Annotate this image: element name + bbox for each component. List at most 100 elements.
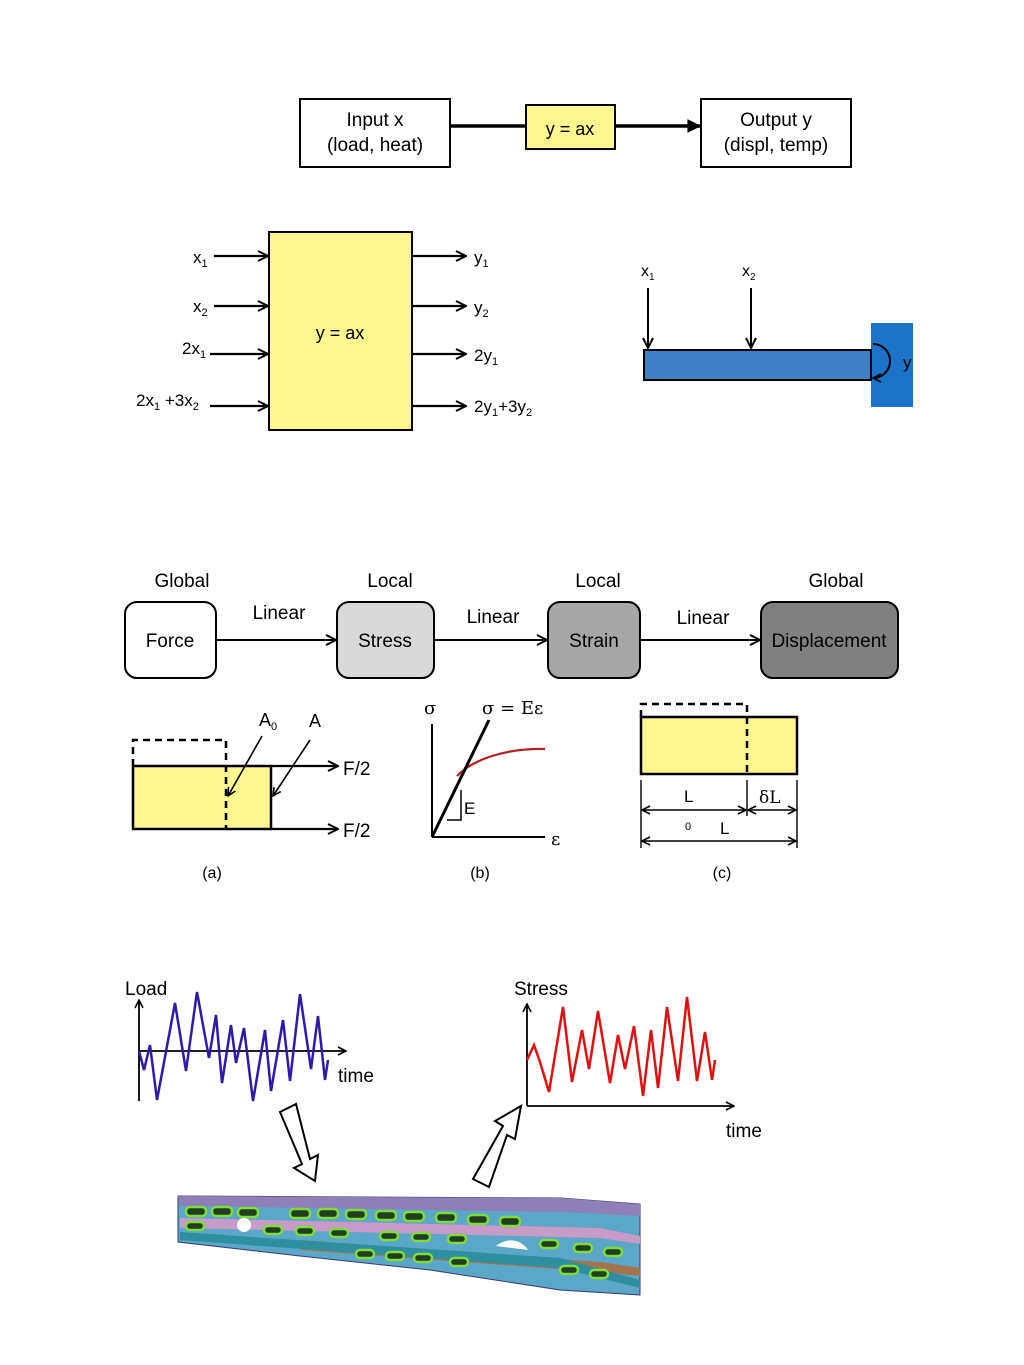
force-label-bottom: F/2 (343, 821, 370, 842)
hole (572, 1242, 594, 1254)
hole (210, 1205, 234, 1218)
hole (328, 1227, 350, 1239)
wing-cutout (237, 1218, 251, 1232)
hole (466, 1213, 490, 1226)
function-label: y = ax (546, 119, 595, 139)
hole (184, 1220, 206, 1232)
hole (374, 1209, 398, 1222)
deformed-bar (131, 764, 273, 831)
panel-b-stress-strain: σ σ = Eε E ε (b) (424, 698, 560, 882)
chain-link-label-2: Linear (467, 607, 520, 628)
hole (588, 1268, 610, 1280)
scope-label-1: Global (155, 571, 210, 592)
hole (402, 1210, 426, 1223)
elongated-bar (639, 715, 799, 776)
linear-law-line (430, 719, 491, 838)
load-label-x1: x1 (641, 263, 655, 283)
wing-spar-teal (180, 1232, 640, 1288)
modulus-label: E (464, 799, 475, 818)
cantilever-beam: x1 x2 y (641, 263, 913, 407)
hole (538, 1238, 560, 1250)
lightening-holes (184, 1205, 624, 1280)
superposition-box (268, 231, 413, 431)
chain-node-label-strain: Strain (569, 631, 619, 652)
input-box (299, 98, 451, 168)
hollow-arrow-up (471, 1104, 523, 1189)
wing-top-skin (178, 1196, 640, 1216)
chain-link-label-1: Linear (253, 603, 306, 624)
panel-a-bar-elongation: F/2 F/2 A0 A (a) (131, 710, 370, 882)
flow-arrows (278, 1102, 523, 1189)
input-label-1: x1 (193, 248, 208, 270)
pointer-a0 (228, 735, 263, 796)
hole (434, 1211, 458, 1224)
io-block-diagram: Input x (load, heat) y = ax Output y (di… (299, 98, 852, 168)
input-label-3: 2x1 (182, 339, 206, 361)
hole (384, 1250, 406, 1262)
stress-x-label: time (726, 1121, 762, 1142)
hole (378, 1230, 400, 1242)
linear-chain-diagram: Global Local Local Global Force Stress S… (124, 571, 899, 679)
scope-label-3: Local (575, 571, 620, 592)
stress-y-label: Stress (514, 979, 568, 1000)
caption-b: (b) (470, 865, 490, 882)
original-length-outline (639, 702, 749, 774)
beam-body (643, 349, 872, 381)
hollow-arrow-down (278, 1102, 320, 1183)
hole (184, 1205, 208, 1218)
hole (262, 1224, 284, 1236)
delta-label: δL (759, 788, 781, 808)
length-label: L (684, 787, 693, 806)
load-y-label: Load (125, 979, 167, 1000)
original-bar-outline (131, 738, 228, 829)
output-label-1: y1 (474, 248, 489, 270)
hole (602, 1246, 624, 1258)
superposition-function: y = ax (316, 323, 365, 343)
load-time-plot: Load time (125, 979, 374, 1102)
load-label-x2: x2 (742, 263, 756, 283)
fe-wing-model-illustration (177, 1195, 641, 1296)
output-label-line1: Output y (740, 110, 812, 131)
hole (236, 1206, 260, 1219)
hole (498, 1215, 522, 1228)
rotation-arrow (873, 343, 891, 378)
wing-spar-pink (180, 1218, 640, 1244)
input-label-4: 2x1 +3x2 (136, 391, 199, 413)
hole (410, 1231, 432, 1243)
panel-c-elongation: L δL 0 L (c) (639, 702, 799, 882)
scope-label-4: Global (809, 571, 864, 592)
total-subscript: 0 (685, 821, 691, 833)
input-label-2: x2 (193, 297, 208, 319)
epsilon-symbol: ε (551, 829, 560, 850)
wall-support (871, 323, 913, 407)
hole (558, 1264, 580, 1276)
stress-time-plot: Stress time (514, 979, 762, 1142)
hole (448, 1256, 470, 1268)
total-label: L (720, 819, 729, 838)
hole (354, 1248, 376, 1260)
hole (294, 1225, 316, 1237)
output-label-2: y2 (474, 298, 489, 320)
output-label-4: 2y1+3y2 (474, 397, 532, 419)
hole (446, 1233, 468, 1245)
function-box (525, 104, 616, 150)
hole (288, 1207, 312, 1220)
response-label-y: y (903, 353, 912, 372)
nonlinear-curve (456, 747, 546, 777)
load-x-label: time (338, 1066, 374, 1087)
label-a: A (309, 711, 321, 731)
load-signal (137, 991, 330, 1102)
output-box (700, 98, 852, 168)
pointer-a (273, 739, 311, 796)
label-a0: A0 (259, 710, 277, 733)
superposition-diagram: y = ax x1 x2 2x1 2x1 +3x2 y1 y2 2y1 2y1+… (136, 231, 532, 431)
stress-signal (525, 996, 717, 1097)
chain-node-label-stress: Stress (358, 631, 412, 652)
force-label-top: F/2 (343, 759, 370, 780)
scope-label-2: Local (367, 571, 412, 592)
chain-node-label-force: Force (146, 631, 195, 652)
wing-cutout-large (496, 1240, 528, 1250)
output-label-line2: (displ, temp) (724, 135, 829, 156)
chain-node-label-displacement: Displacement (771, 631, 887, 652)
hole (412, 1252, 434, 1264)
